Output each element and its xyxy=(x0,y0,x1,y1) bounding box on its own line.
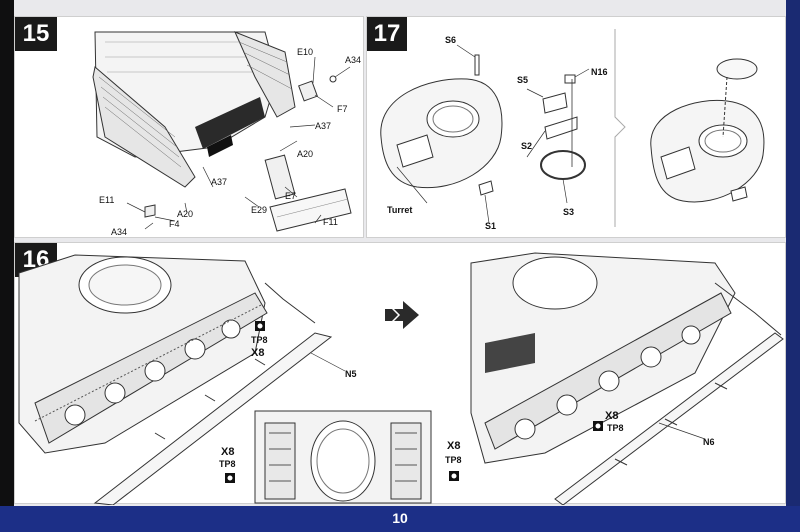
left-part-label: N5 xyxy=(345,369,357,379)
label-A20-right: A20 xyxy=(297,149,313,159)
label-A34-top: A34 xyxy=(345,55,361,65)
label-F7: F7 xyxy=(337,104,348,114)
page-footer xyxy=(0,506,800,532)
label-A37-right: A37 xyxy=(315,121,331,131)
label-S2: S2 xyxy=(521,141,532,151)
label-turret: Turret xyxy=(387,205,412,215)
label-S5: S5 xyxy=(517,75,528,85)
step-16-drawing: TP8 X8 N5 X8 TP8 X8 TP8 xyxy=(18,252,784,505)
label-A37-bottom: A37 xyxy=(211,177,227,187)
step-15-drawing: E10 A34 F7 A37 A20 A37 E7 E29 F11 E11 F4… xyxy=(92,31,361,237)
step-number: 15 xyxy=(15,17,57,51)
label-E10: E10 xyxy=(297,47,313,57)
left-qty-label: X8 xyxy=(251,347,264,359)
label-S6: S6 xyxy=(445,35,456,45)
right-tp-label: TP8 xyxy=(607,423,624,433)
glue-icon xyxy=(593,421,603,431)
label-E7: E7 xyxy=(285,191,296,201)
arrow-icon xyxy=(385,301,419,329)
label-N16: N16 xyxy=(591,67,608,77)
label-A34-bottom: A34 xyxy=(111,227,127,237)
glue-icon xyxy=(255,321,265,331)
page-edge-left xyxy=(0,0,14,532)
center-right-qty: X8 xyxy=(447,440,460,452)
step-17-drawing: S6 S5 N16 S2 S3 S1 Turret xyxy=(380,29,765,231)
label-E29: E29 xyxy=(251,205,267,215)
label-S1: S1 xyxy=(485,221,496,231)
label-F11: F11 xyxy=(323,217,338,227)
step-number: 17 xyxy=(367,17,407,51)
center-right-tp: TP8 xyxy=(445,455,462,465)
center-left-qty: X8 xyxy=(221,446,234,458)
page-number: 10 xyxy=(392,510,408,526)
step-17-panel: 17 S6 S5 N16 S2 S3 S1 Turret xyxy=(366,16,786,238)
center-left-tp: TP8 xyxy=(219,459,236,469)
page-edge-right xyxy=(786,0,800,532)
right-part-label: N6 xyxy=(703,437,715,447)
label-E11: E11 xyxy=(99,195,114,205)
step-15-panel: 15 E10 A34 F7 A37 A20 A37 E7 E29 F11 E11… xyxy=(14,16,364,238)
glue-icon xyxy=(449,471,459,481)
label-S3: S3 xyxy=(563,207,574,217)
left-tp-label: TP8 xyxy=(251,335,268,345)
label-F4: F4 xyxy=(169,219,180,229)
right-qty-label: X8 xyxy=(605,410,618,422)
label-A20-left: A20 xyxy=(177,209,193,219)
step-16-panel: 16 TP8 X8 N5 xyxy=(14,242,786,505)
glue-icon xyxy=(225,473,235,483)
